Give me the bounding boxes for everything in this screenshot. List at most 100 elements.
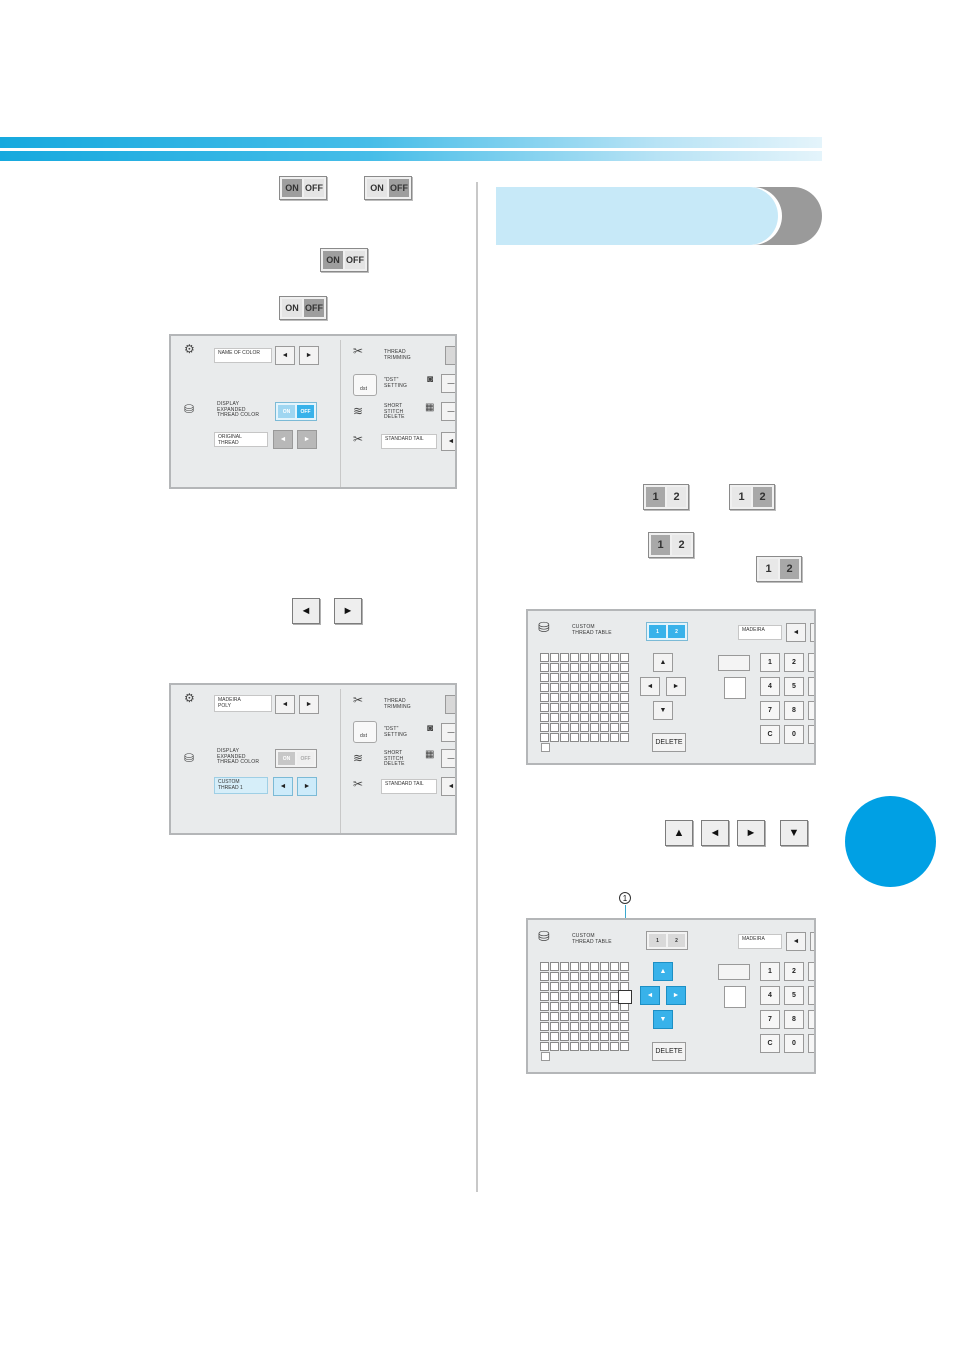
grid-cell[interactable] <box>570 703 579 712</box>
grid-cell[interactable] <box>600 733 609 742</box>
tail-left-button[interactable]: ◄ <box>441 777 455 796</box>
grid-cell[interactable] <box>620 683 629 692</box>
grid-cell[interactable] <box>600 703 609 712</box>
grid-cell[interactable] <box>560 713 569 722</box>
grid-cell[interactable] <box>540 992 549 1001</box>
grid-cell[interactable] <box>560 693 569 702</box>
grid-cell[interactable] <box>610 1002 619 1011</box>
keypad-enter[interactable] <box>808 1034 814 1053</box>
grid-cell[interactable] <box>610 1042 619 1051</box>
keypad-7[interactable]: 7 <box>760 1010 780 1029</box>
grid-cell[interactable] <box>620 723 629 732</box>
grid-cell[interactable] <box>560 733 569 742</box>
grid-cell[interactable] <box>550 683 559 692</box>
keypad-5[interactable]: 5 <box>784 677 804 696</box>
grid-cell[interactable] <box>610 713 619 722</box>
grid-cell[interactable] <box>570 683 579 692</box>
grid-cell[interactable] <box>620 962 629 971</box>
grid-cell[interactable] <box>570 723 579 732</box>
name-right-button[interactable]: ► <box>299 346 319 365</box>
trimming-button[interactable] <box>445 346 455 365</box>
grid-cell[interactable] <box>540 982 549 991</box>
cursor-left-button[interactable]: ◄ <box>640 986 660 1005</box>
grid-cell[interactable] <box>560 1022 569 1031</box>
grid-cell[interactable] <box>550 962 559 971</box>
grid-cell[interactable] <box>600 972 609 981</box>
keypad-4[interactable]: 4 <box>760 986 780 1005</box>
grid-cell[interactable] <box>590 653 599 662</box>
grid-cell[interactable] <box>570 1032 579 1041</box>
grid-cell[interactable] <box>620 733 629 742</box>
grid-cell[interactable] <box>600 962 609 971</box>
grid-cell[interactable] <box>600 1002 609 1011</box>
grid-cell[interactable] <box>620 972 629 981</box>
keypad-3[interactable] <box>808 653 814 672</box>
grid-cell[interactable] <box>580 653 589 662</box>
grid-cell[interactable] <box>590 673 599 682</box>
keypad-2[interactable]: 2 <box>784 962 804 981</box>
grid-cell[interactable] <box>580 693 589 702</box>
grid-cell[interactable] <box>550 733 559 742</box>
grid-cell[interactable] <box>540 1012 549 1021</box>
short-stitch-minus-button[interactable]: — <box>441 749 455 768</box>
grid-cell[interactable] <box>550 1012 559 1021</box>
grid-cell[interactable] <box>550 1042 559 1051</box>
grid-cell[interactable] <box>580 982 589 991</box>
grid-cell[interactable] <box>610 733 619 742</box>
grid-cell[interactable] <box>620 1012 629 1021</box>
grid-cell[interactable] <box>540 663 549 672</box>
grid-cell[interactable] <box>580 1002 589 1011</box>
grid-cell[interactable] <box>580 723 589 732</box>
grid-cell[interactable] <box>570 663 579 672</box>
grid-cell[interactable] <box>620 1042 629 1051</box>
cursor-down-button[interactable]: ▼ <box>653 1010 673 1029</box>
grid-cell[interactable] <box>540 1002 549 1011</box>
grid-cell[interactable] <box>550 703 559 712</box>
grid-cell[interactable] <box>540 1042 549 1051</box>
grid-cell[interactable] <box>600 1032 609 1041</box>
grid-cell[interactable] <box>590 1002 599 1011</box>
grid-cell[interactable] <box>590 693 599 702</box>
grid-cell[interactable] <box>620 703 629 712</box>
grid-cell[interactable] <box>560 653 569 662</box>
thread-color-grid[interactable] <box>540 962 629 1051</box>
grid-cell[interactable] <box>560 992 569 1001</box>
grid-cell[interactable] <box>580 703 589 712</box>
grid-cell[interactable] <box>580 1012 589 1021</box>
grid-cell[interactable] <box>600 1022 609 1031</box>
grid-cell[interactable] <box>570 992 579 1001</box>
brand-right-button[interactable] <box>810 623 814 642</box>
grid-cell[interactable] <box>560 703 569 712</box>
grid-cell[interactable] <box>590 713 599 722</box>
custom-thread-right-button[interactable]: ► <box>297 777 317 796</box>
grid-cell[interactable] <box>560 673 569 682</box>
keypad-9[interactable] <box>808 1010 814 1029</box>
grid-cell[interactable] <box>600 992 609 1001</box>
keypad-1[interactable]: 1 <box>760 962 780 981</box>
grid-cell[interactable] <box>550 723 559 732</box>
grid-cell[interactable] <box>610 683 619 692</box>
grid-extra-cell[interactable] <box>541 743 550 752</box>
keypad-2[interactable]: 2 <box>784 653 804 672</box>
grid-cell[interactable] <box>610 653 619 662</box>
grid-cell[interactable] <box>600 1012 609 1021</box>
grid-cell[interactable] <box>590 733 599 742</box>
grid-cell[interactable] <box>590 683 599 692</box>
grid-cell[interactable] <box>540 972 549 981</box>
grid-cell[interactable] <box>570 972 579 981</box>
grid-cell[interactable] <box>570 693 579 702</box>
grid-cell[interactable] <box>550 713 559 722</box>
grid-cell[interactable] <box>540 713 549 722</box>
grid-cell[interactable] <box>580 962 589 971</box>
dst-minus-button[interactable]: — <box>441 374 455 393</box>
delete-button[interactable]: DELETE <box>652 733 686 752</box>
grid-cell[interactable] <box>600 982 609 991</box>
cursor-down-button[interactable]: ▼ <box>653 701 673 720</box>
grid-cell[interactable] <box>600 663 609 672</box>
grid-cell[interactable] <box>570 962 579 971</box>
trimming-button[interactable] <box>445 695 455 714</box>
grid-cell[interactable] <box>590 1032 599 1041</box>
grid-cell[interactable] <box>570 673 579 682</box>
grid-cell[interactable] <box>620 1032 629 1041</box>
